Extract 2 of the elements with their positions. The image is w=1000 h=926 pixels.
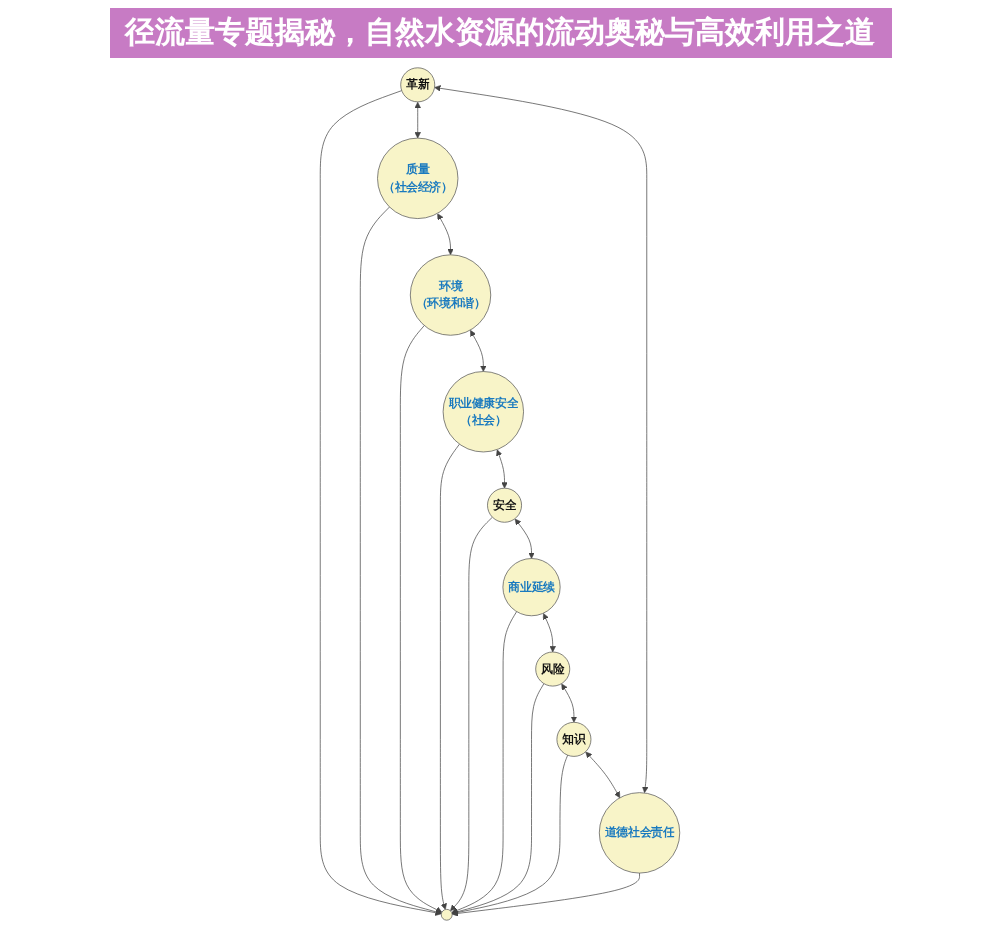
title-banner: 径流量专题揭秘，自然水资源的流动奥秘与高效利用之道 [109, 8, 891, 58]
node-circle [440, 908, 453, 921]
